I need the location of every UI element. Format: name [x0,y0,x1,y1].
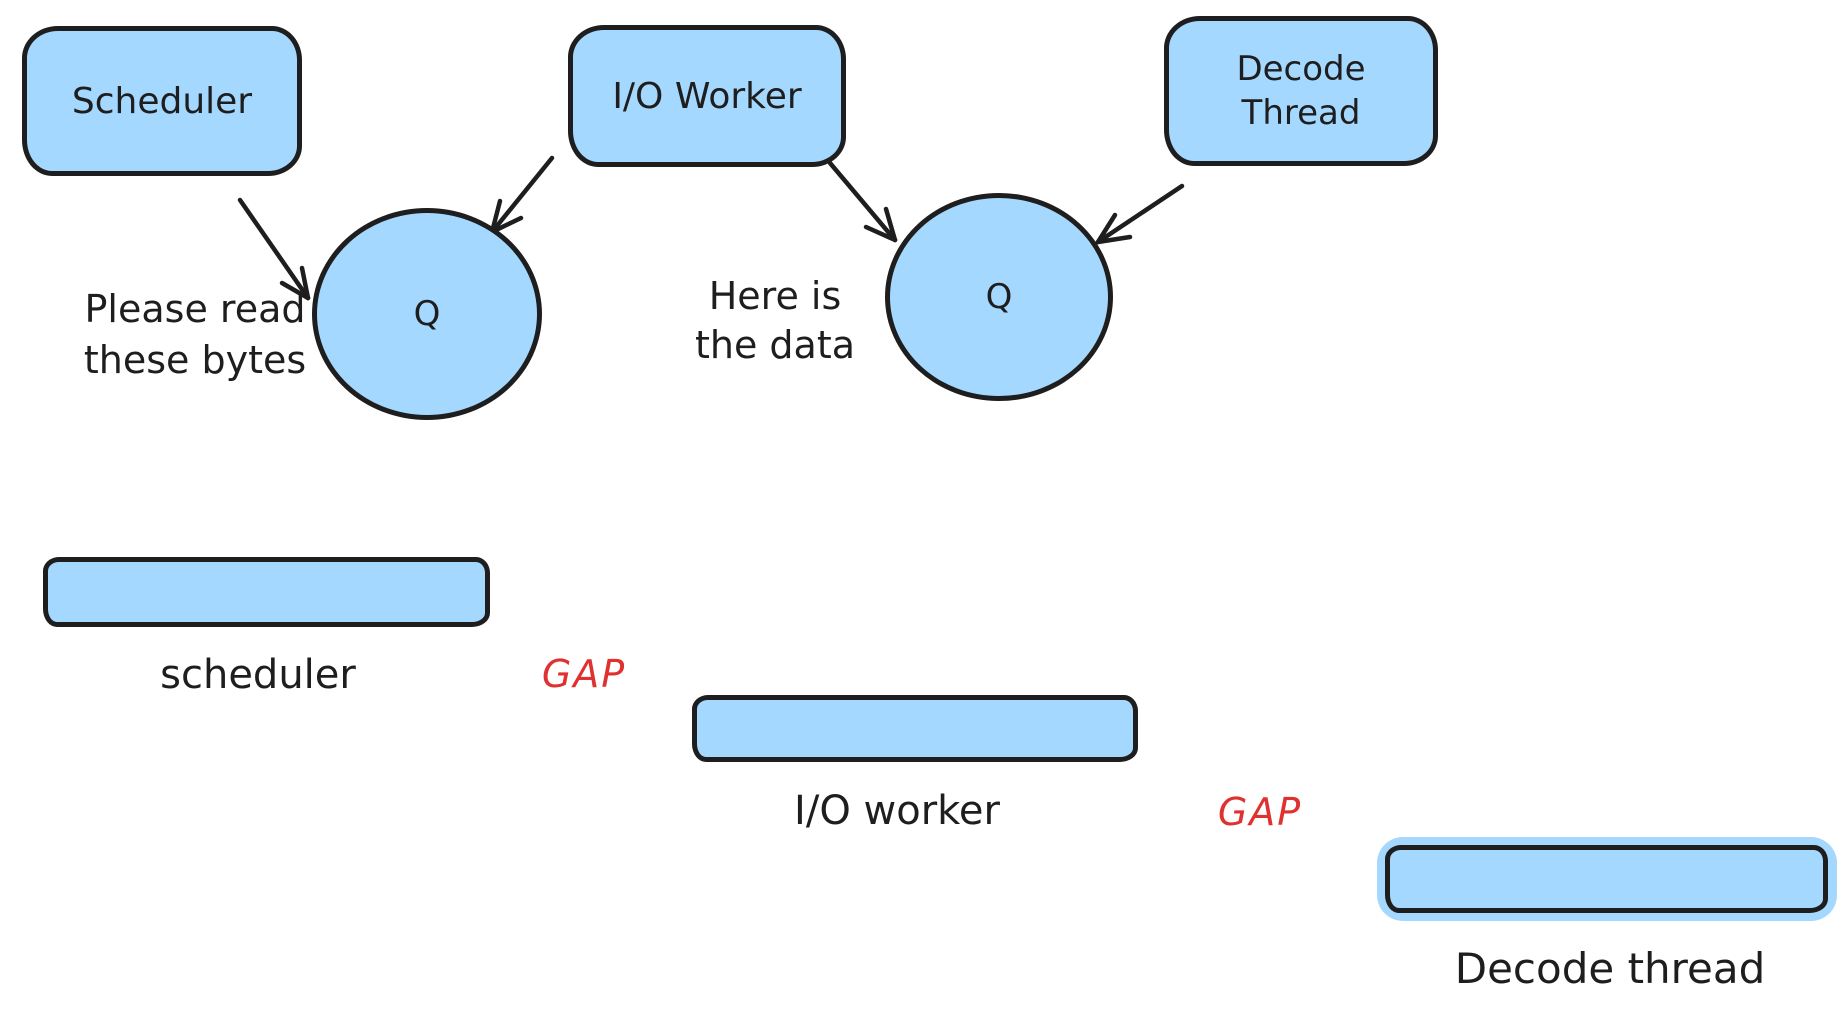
arrow-decode-thread-to-queue2 [1095,183,1185,245]
decode-thread-box-label: Decode Thread [1236,47,1365,135]
note-please-read-these-bytes: Please read these bytes [30,284,360,386]
note-here-is-the-data: Here is the data [630,272,920,370]
arrow-io-worker-to-queue1 [489,155,555,235]
decode-thread-box-label-line1: Decode [1236,49,1366,89]
queue-1-label: Q [413,294,441,334]
gap-label-2: GAP [1217,790,1303,834]
queue-2-label: Q [985,277,1013,317]
scheduler-box: Scheduler [22,26,302,176]
timeline-label-scheduler: scheduler [160,652,356,698]
queue-circle-2: Q [885,193,1113,401]
note-here-line1: Here is [708,274,842,318]
queue-circle-1: Q [312,208,542,420]
timeline-bar-scheduler [43,557,490,627]
arrow-io-worker-to-queue2 [827,160,898,243]
timeline-bar-decode-thread [1385,845,1828,913]
note-please-line1: Please read [84,287,306,331]
decode-thread-box-label-line2: Thread [1241,93,1361,133]
gap-label-1: GAP [541,652,627,696]
note-please-line2: these bytes [83,338,307,382]
decode-thread-box: Decode Thread [1164,16,1438,166]
timeline-label-io-worker: I/O worker [794,788,1000,834]
io-worker-box-label: I/O Worker [612,75,802,117]
scheduler-box-label: Scheduler [71,80,253,122]
timeline-bar-io-worker [692,695,1138,762]
timeline-label-decode-thread: Decode thread [1454,944,1766,993]
io-worker-box: I/O Worker [568,25,846,167]
note-here-line2: the data [694,323,856,367]
